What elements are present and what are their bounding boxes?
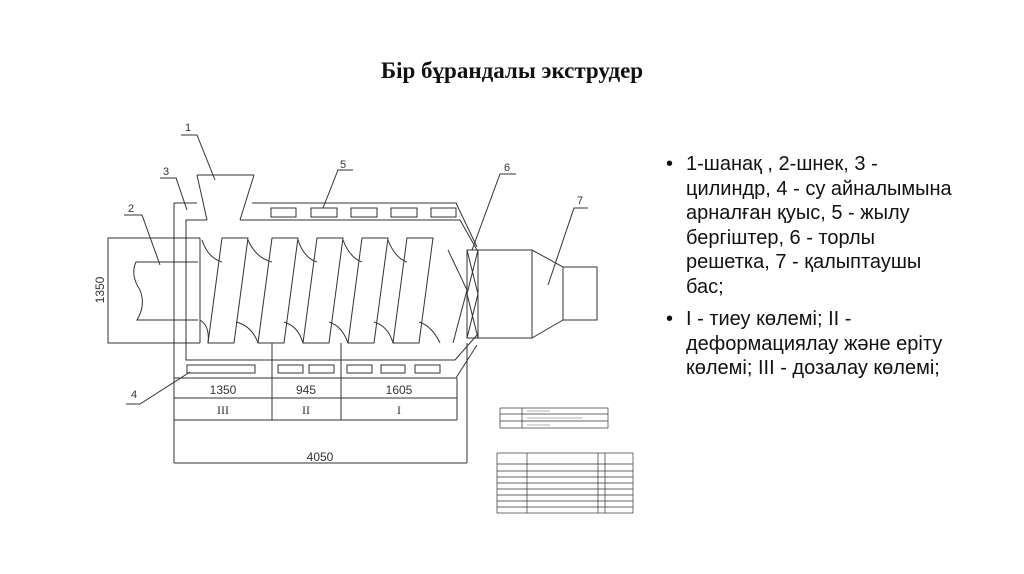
label-2: 2: [128, 203, 134, 215]
cylinder-casing: [173, 202, 478, 463]
label-7: 7: [577, 195, 583, 207]
zone-length-iii: 1350: [210, 383, 237, 397]
label-5: 5: [340, 159, 346, 171]
zone-iii: III: [217, 403, 229, 417]
zone-i: I: [397, 403, 401, 417]
zone-legend-table: [499, 407, 609, 429]
screw-flights: [199, 237, 468, 344]
total-length: 4050: [307, 450, 334, 464]
parts-list-table: [496, 452, 634, 514]
heaters-bottom: [186, 364, 441, 374]
zone-ii: II: [302, 403, 310, 417]
label-4: 4: [131, 389, 137, 401]
legend-bullets: 1-шанақ , 2-шнек, 3 - цилиндр, 4 - су ай…: [664, 152, 964, 389]
zone-length-ii: 945: [296, 383, 316, 397]
label-6: 6: [504, 162, 510, 174]
screw-shaft: [107, 237, 200, 344]
label-3: 3: [163, 166, 169, 178]
zone-table: [174, 343, 468, 464]
bullet-zones: I - тиеу көлемі; II - деформациялау және…: [664, 307, 964, 381]
die-head: [477, 249, 598, 339]
hopper: [196, 174, 255, 221]
water-cavity: [186, 364, 256, 374]
mesh-screen: [466, 249, 479, 339]
bullet-parts: 1-шанақ , 2-шнек, 3 - цилиндр, 4 - су ай…: [664, 152, 964, 299]
slide-title: Бір бұрандалы экструдер: [380, 58, 644, 83]
leader-lines: [124, 134, 588, 405]
heaters-top: [270, 207, 457, 218]
label-1: 1: [185, 122, 191, 134]
zone-length-i: 1605: [386, 383, 413, 397]
height-dimension: 1350: [93, 276, 107, 303]
